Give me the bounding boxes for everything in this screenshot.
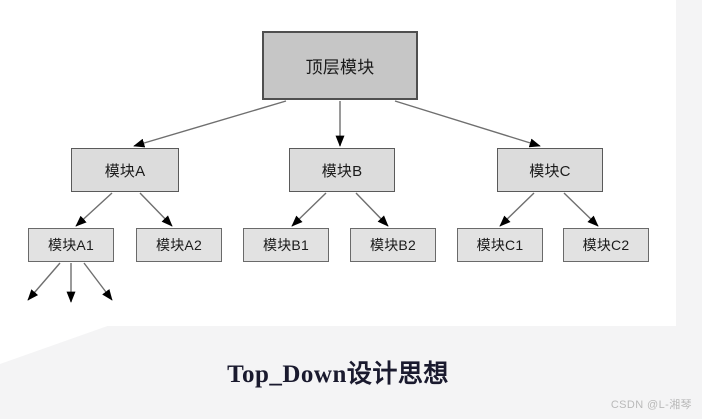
node-mod-b[interactable]: 模块B <box>289 148 395 192</box>
node-mod-c[interactable]: 模块C <box>497 148 603 192</box>
edge-root-to-mod-a <box>133 100 287 148</box>
edge-dangling-right <box>83 262 113 301</box>
node-mod-a1[interactable]: 模块A1 <box>28 228 114 262</box>
node-mod-a2-label: 模块A2 <box>156 237 202 253</box>
edge-mod-c-to-c2 <box>563 192 599 227</box>
node-mod-a1-label: 模块A1 <box>48 237 94 253</box>
node-mod-c1-label: 模块C1 <box>476 237 524 253</box>
node-mod-b1-label: 模块B1 <box>263 237 309 253</box>
edge-dangling-left <box>27 262 61 301</box>
node-mod-b2-label: 模块B2 <box>370 237 416 253</box>
node-mod-b1[interactable]: 模块B1 <box>243 228 329 262</box>
node-mod-b2[interactable]: 模块B2 <box>350 228 436 262</box>
node-mod-a[interactable]: 模块A <box>71 148 179 192</box>
csdn-watermark: CSDN @L-湘琴 <box>610 399 692 411</box>
node-root[interactable]: 顶层模块 <box>262 31 418 100</box>
node-mod-c2[interactable]: 模块C2 <box>563 228 649 262</box>
edge-mod-b-to-b2 <box>355 192 389 227</box>
node-mod-c-label: 模块C <box>529 162 571 180</box>
edge-root-to-mod-c <box>394 100 541 148</box>
edge-mod-c-to-c1 <box>499 192 535 227</box>
edge-mod-a-to-a1 <box>75 192 113 227</box>
node-mod-a-label: 模块A <box>104 162 146 180</box>
edge-mod-a-to-a2 <box>139 192 173 227</box>
edge-mod-b-to-b1 <box>291 192 327 227</box>
node-mod-a2[interactable]: 模块A2 <box>136 228 222 262</box>
node-mod-b-label: 模块B <box>321 162 363 180</box>
node-root-label: 顶层模块 <box>305 58 375 77</box>
diagram-caption: Top_Down设计思想 <box>227 361 449 388</box>
node-mod-c1[interactable]: 模块C1 <box>457 228 543 262</box>
node-mod-c2-label: 模块C2 <box>582 237 630 253</box>
